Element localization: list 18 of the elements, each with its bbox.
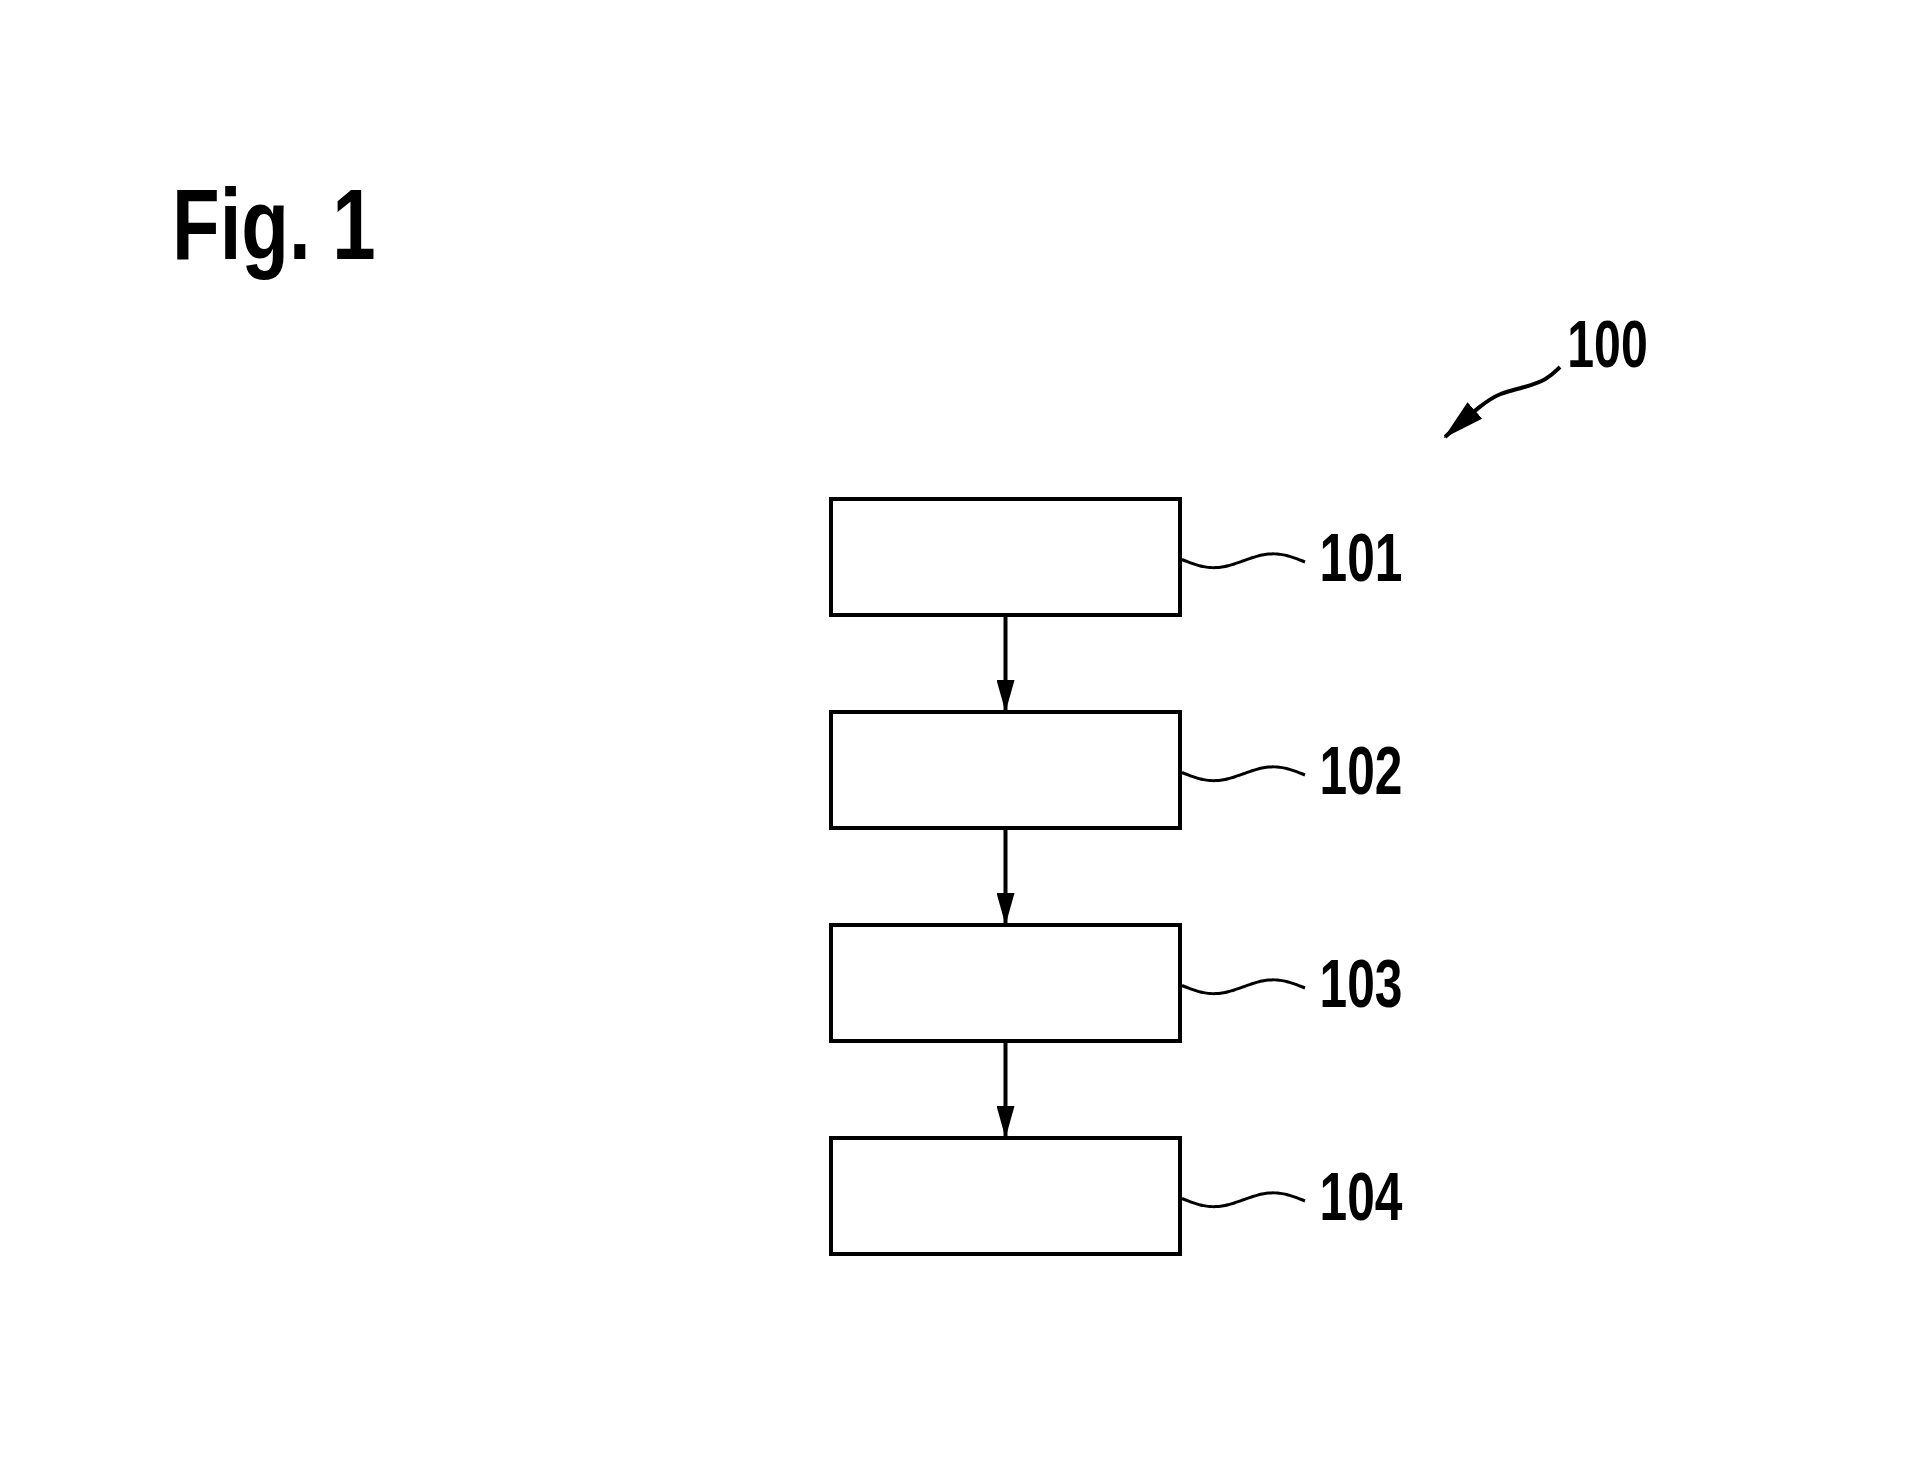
process-box <box>829 923 1182 1043</box>
process-box <box>829 1136 1182 1256</box>
process-box <box>829 710 1182 830</box>
leader-arrow <box>1443 365 1562 439</box>
callout-number: 102 <box>1305 736 1403 804</box>
leader-line <box>1181 978 1306 996</box>
leader-line <box>1181 1191 1306 1209</box>
callout-number: 103 <box>1305 949 1403 1017</box>
process-box <box>829 497 1182 617</box>
arrow <box>996 1043 1015 1138</box>
callout-number: 100 <box>1560 311 1648 377</box>
leader-line <box>1181 765 1306 783</box>
arrow <box>996 617 1015 712</box>
leader-line <box>1181 552 1306 570</box>
callout-number: 101 <box>1305 523 1403 591</box>
figure-title: Fig. 1 <box>172 167 376 282</box>
callout-number: 104 <box>1305 1162 1403 1230</box>
arrow <box>996 830 1015 925</box>
